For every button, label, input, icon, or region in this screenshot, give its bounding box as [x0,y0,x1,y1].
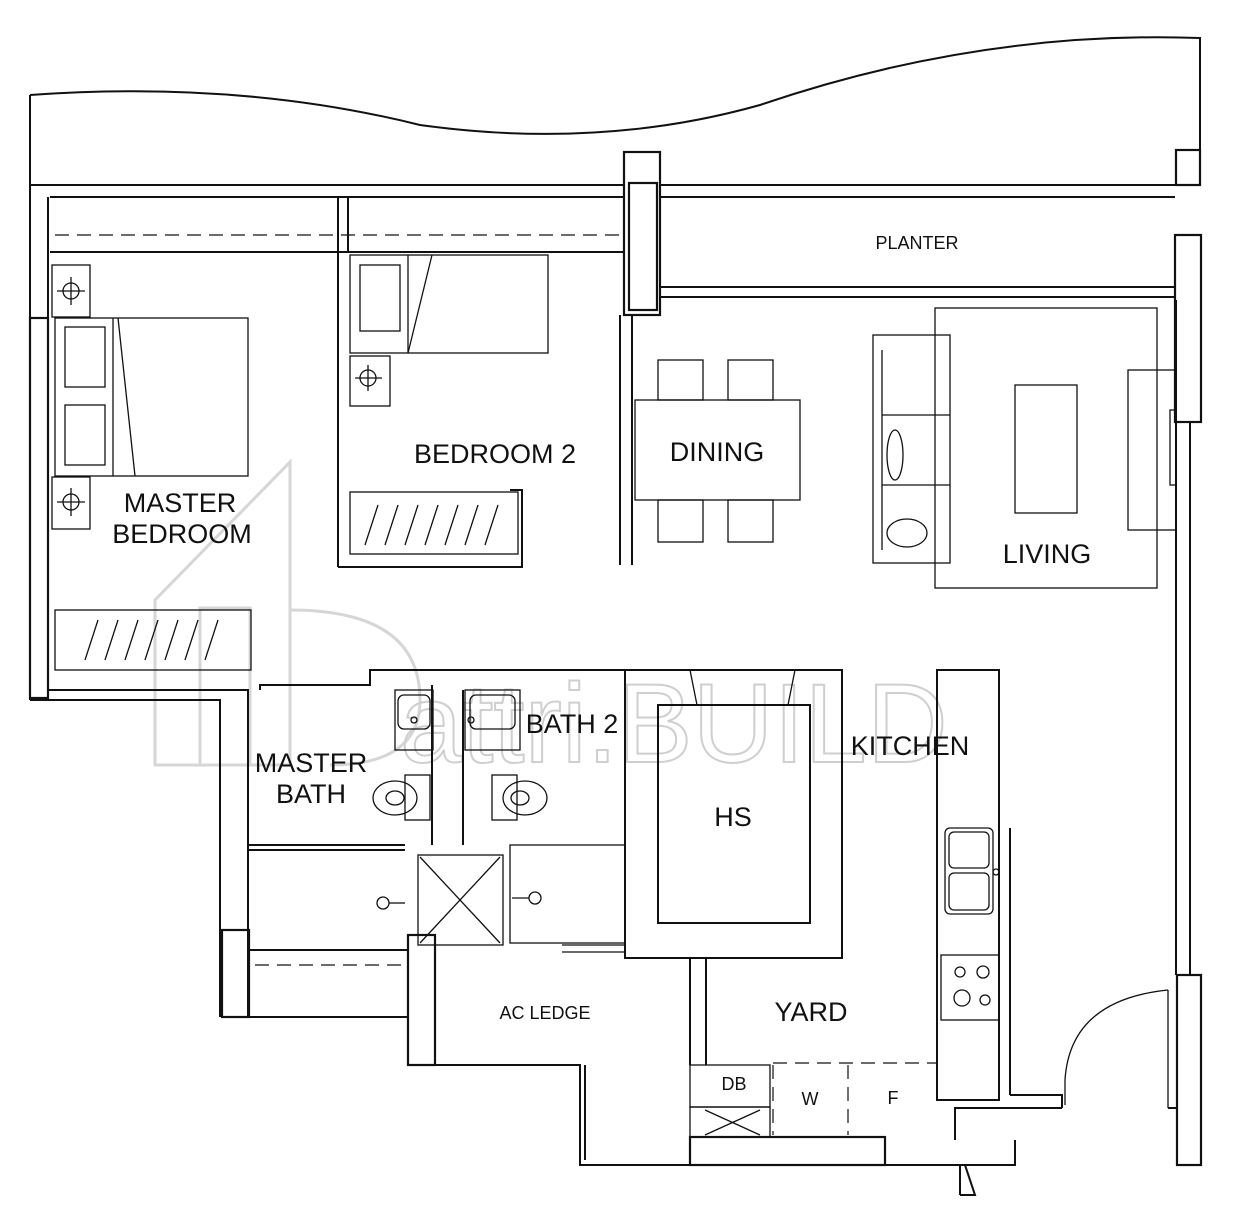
room-labels: PLANTER BEDROOM 2 DINING MASTER BEDROOM … [112,233,1091,1109]
watermark-logo-arc [289,608,422,767]
label-yard: YARD [774,997,847,1027]
label-planter: PLANTER [875,233,958,253]
label-hs: HS [714,802,752,832]
living-furniture [872,307,1177,589]
master-bedroom-furniture [51,264,252,671]
bath-walls [248,669,626,1018]
kitchen-counter [936,669,1177,1140]
label-bath2: BATH 2 [526,709,619,739]
label-kitchen: KITCHEN [851,731,970,761]
yard-fittings [688,958,937,1167]
watermark: attri.BUILD [153,458,949,787]
label-living: LIVING [1003,539,1092,569]
label-dining: DINING [670,437,765,467]
label-master-bedroom-2: BEDROOM [112,519,252,549]
balcony-edge [29,36,1201,185]
label-master-bath-1: MASTER [255,748,368,778]
dining-table [619,315,801,565]
bedroom2-furniture [337,197,549,568]
label-washer: W [802,1089,819,1109]
label-ac-ledge: AC LEDGE [499,1003,590,1023]
watermark-text: attri.BUILD [400,661,948,786]
label-bedroom2: BEDROOM 2 [414,439,576,469]
household-shelter [562,669,843,959]
facade-lines [30,184,1200,298]
label-db: DB [721,1074,746,1094]
outer-walls [29,185,1191,1196]
label-master-bedroom-1: MASTER [124,488,237,518]
label-fridge: F [888,1088,899,1108]
label-master-bath-2: BATH [276,779,346,809]
watermark-logo-icon [153,458,292,767]
